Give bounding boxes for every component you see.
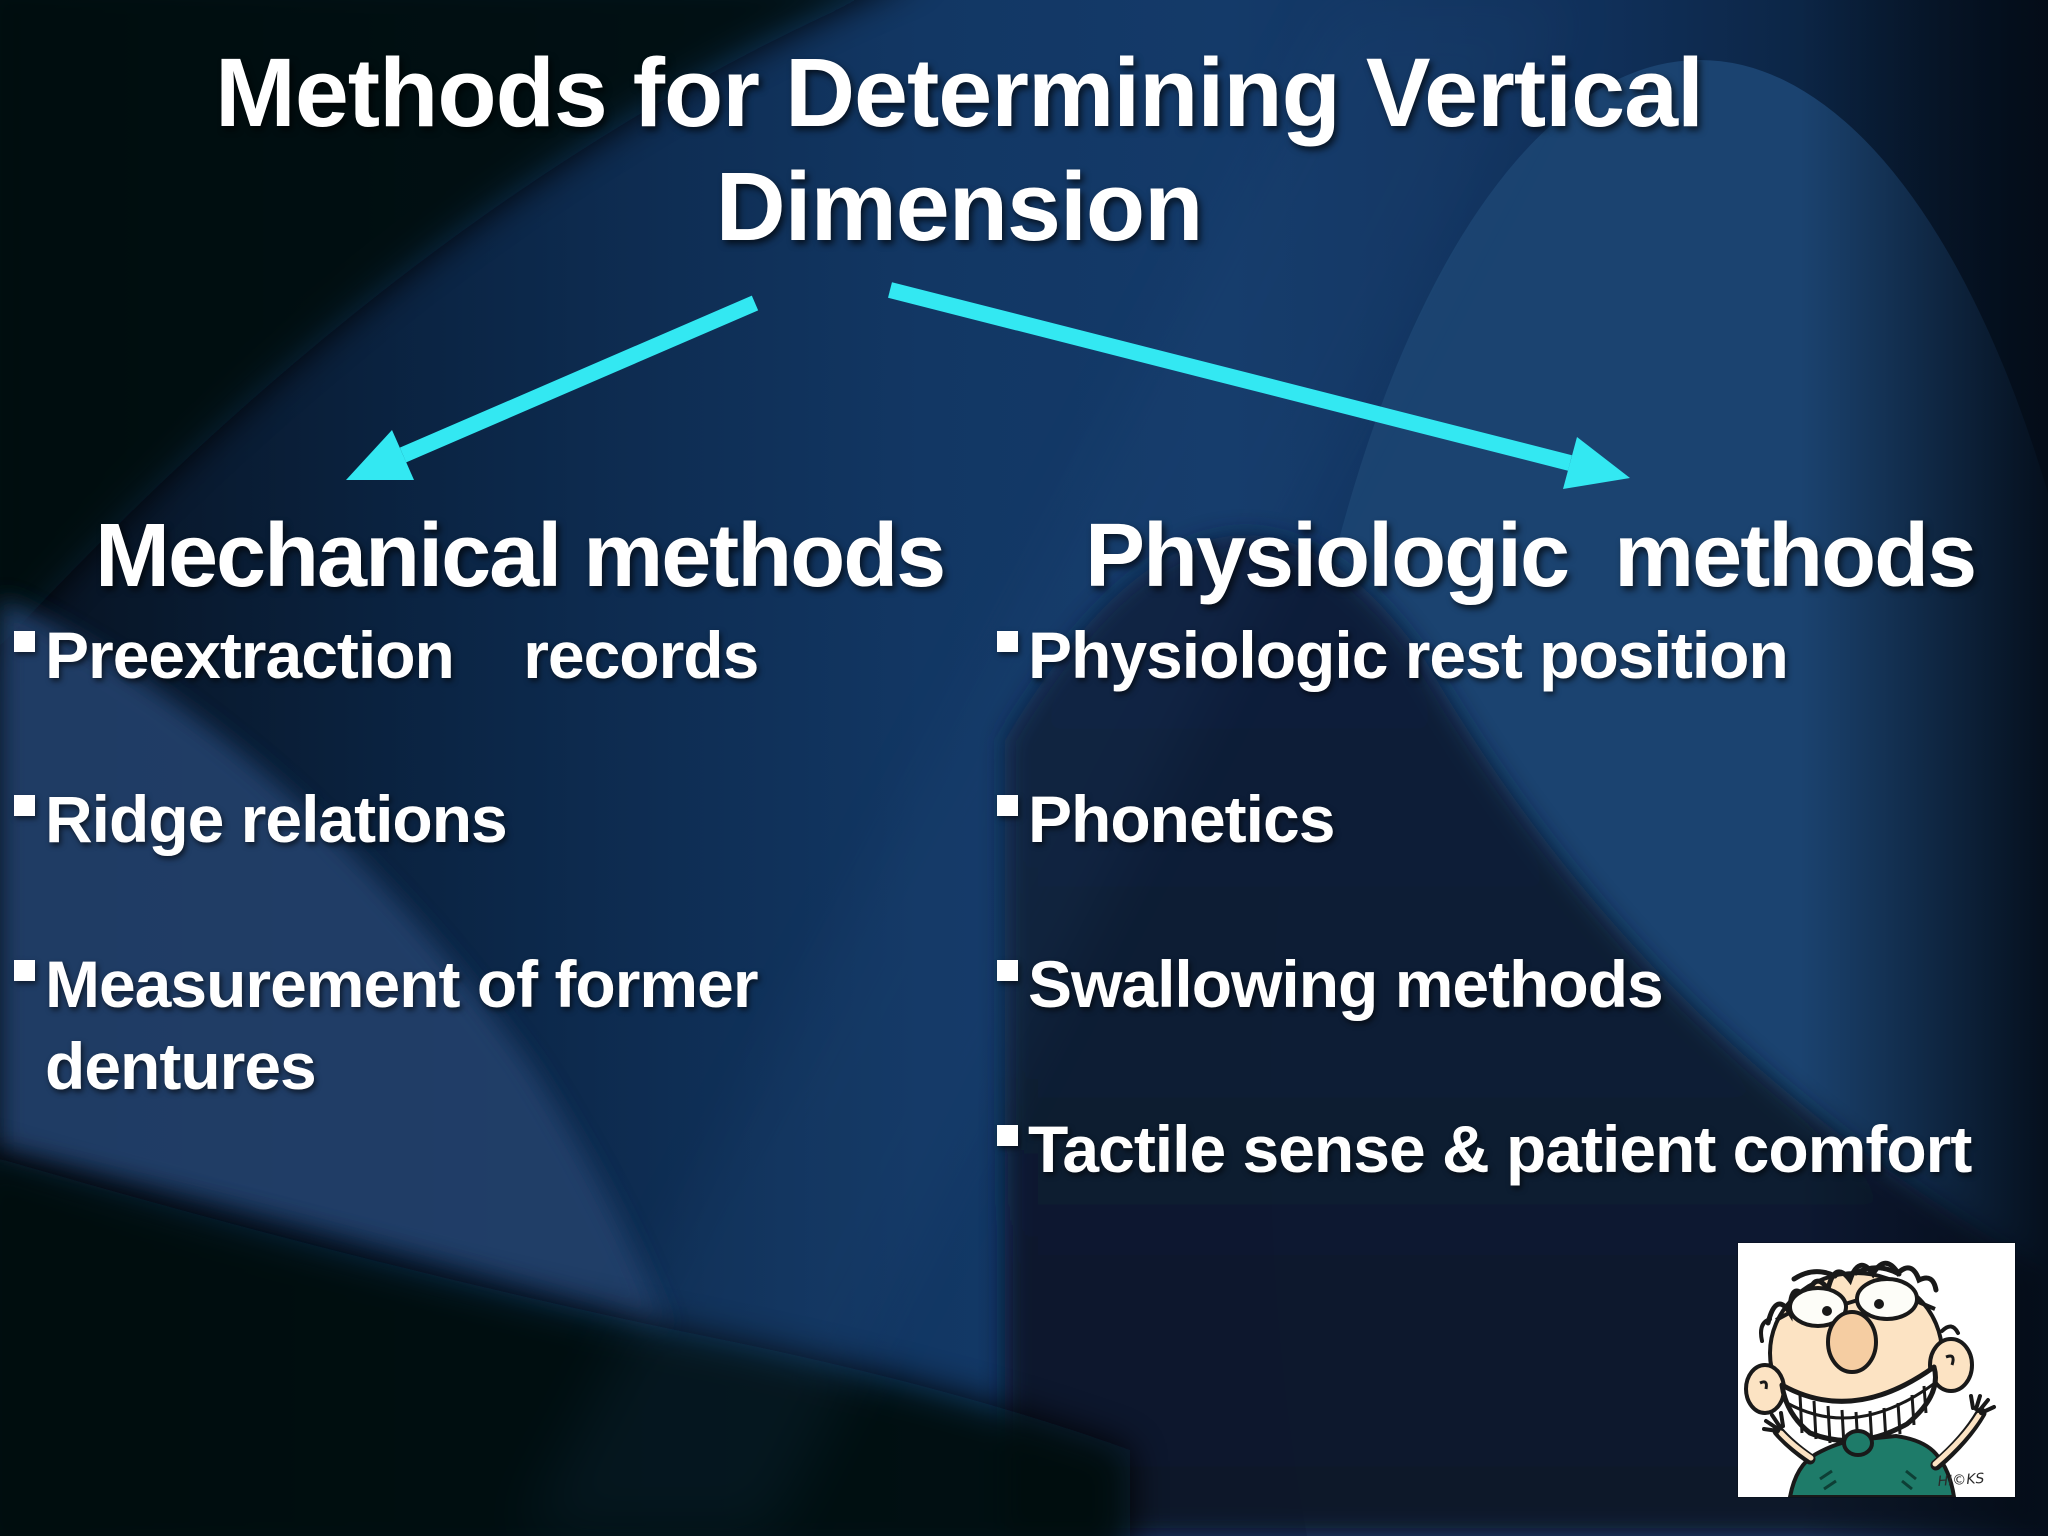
bullet-text: Measurement of former dentures xyxy=(45,947,759,1103)
bullet-square-icon xyxy=(997,1125,1018,1146)
bullet-square-icon xyxy=(997,795,1018,816)
background-topleft-shadow xyxy=(0,0,860,648)
bullet-square-icon xyxy=(997,631,1018,652)
bullet-square-icon xyxy=(14,960,35,981)
cartoon-signature: HI©KS xyxy=(1937,1471,1985,1490)
heading-mechanical-methods: Mechanical methods xyxy=(95,506,946,606)
slide-title: Methods for Determining Vertical Dimensi… xyxy=(0,36,1983,265)
cartoon-drawing: HI©KS xyxy=(1744,1260,1996,1499)
bullet-text: Physiologic rest position xyxy=(1028,618,1789,692)
slide-title-line2: Dimension xyxy=(715,152,1204,262)
bullet-text: Swallowing methods xyxy=(1028,947,1664,1021)
list-item: Physiologic rest position xyxy=(997,615,2048,697)
heading-physiologic-methods: Physiologic methods xyxy=(1085,506,1977,606)
list-item: Tactile sense & patient comfort xyxy=(997,1109,2048,1191)
list-item: Phonetics xyxy=(997,779,2048,861)
bullet-square-icon xyxy=(14,631,35,652)
bullet-text: Ridge relations xyxy=(45,782,508,856)
background-light-band xyxy=(0,598,668,1332)
arrow-to-physiologic xyxy=(888,282,1630,489)
bullet-text: Phonetics xyxy=(1028,782,1335,856)
cartoon-smiling-man-image: HI©KS xyxy=(1738,1243,2015,1499)
bullet-text: Preextraction records xyxy=(45,618,759,692)
arrow-to-mechanical xyxy=(346,295,759,480)
background-bottomleft-shadow xyxy=(0,1158,1130,1536)
list-item: Ridge relations xyxy=(14,779,794,861)
list-item: Swallowing methods xyxy=(997,944,2048,1026)
bullet-square-icon xyxy=(997,960,1018,981)
background-streak xyxy=(520,0,1570,1536)
slide-title-line1: Methods for Determining Vertical xyxy=(215,38,1704,147)
bullet-square-icon xyxy=(14,795,35,816)
list-item: Preextraction records xyxy=(14,615,794,697)
bullet-text: Tactile sense & patient comfort xyxy=(1028,1112,1972,1186)
list-item: Measurement of former dentures xyxy=(14,944,794,1108)
